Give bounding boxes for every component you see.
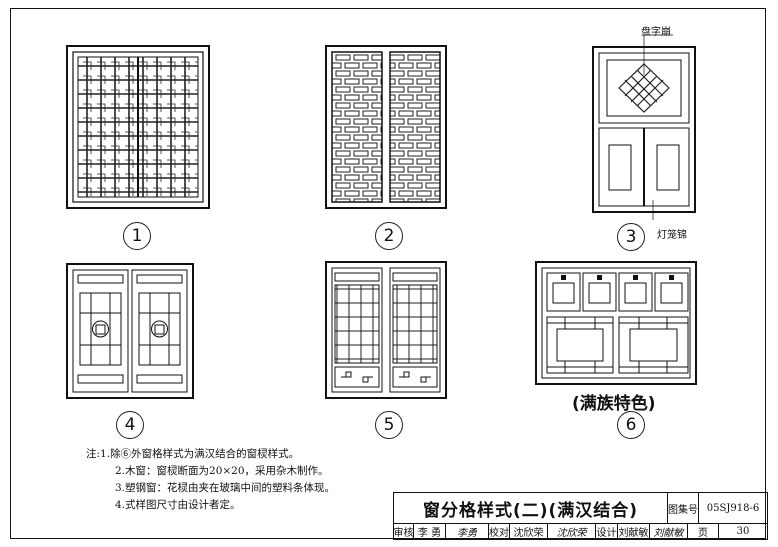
review-label: 审核 bbox=[394, 523, 414, 539]
page-number: 30 bbox=[736, 525, 750, 537]
check-label: 校对 bbox=[489, 523, 510, 539]
window-style-4-drawing bbox=[66, 263, 194, 399]
atlas-number: 05SJ918-6 bbox=[706, 502, 760, 514]
window-number-2: 2 bbox=[375, 222, 403, 250]
window-number-1: 1 bbox=[123, 222, 151, 250]
label-denglongjin: 灯笼锦 bbox=[657, 230, 687, 241]
design-label: 设计 bbox=[596, 523, 618, 539]
designer-signature: 刘献敏 bbox=[650, 523, 688, 539]
window-6-caption: (满族特色) bbox=[572, 394, 656, 414]
note-3: 3.塑钢窗：花棂由夹在玻璃中间的塑料条体现。 bbox=[115, 482, 336, 494]
note-2: 2.木窗：窗棂断面为20×20，采用杂木制作。 bbox=[115, 465, 329, 477]
title-block: 窗分格样式(二)(满汉结合) 图集号 05SJ918-6 审核 李 勇 李勇 校… bbox=[393, 492, 768, 540]
atlas-label: 图集号 bbox=[668, 493, 699, 523]
window-number-3: 3 bbox=[617, 223, 645, 251]
window-style-5-drawing bbox=[325, 261, 447, 399]
drawing-frame bbox=[10, 8, 766, 539]
window-style-3-drawing bbox=[592, 34, 696, 220]
window-style-1-drawing bbox=[66, 45, 210, 209]
note-1: 1.除⑥外窗格样式为满汉结合的窗棂样式。 bbox=[100, 448, 300, 460]
designer-name: 刘献敏 bbox=[618, 523, 650, 539]
window-style-2-drawing bbox=[325, 45, 447, 209]
checker-name: 沈欣荣 bbox=[510, 523, 548, 539]
checker-signature: 沈欣荣 bbox=[548, 523, 596, 539]
window-number-5: 5 bbox=[375, 411, 403, 439]
reviewer-signature: 李勇 bbox=[446, 523, 489, 539]
note-4: 4.式样图尺寸由设计者定。 bbox=[115, 499, 241, 511]
label-panzi: 盘字崩 bbox=[641, 27, 671, 38]
window-style-6-drawing bbox=[535, 261, 697, 385]
window-number-6: 6 bbox=[617, 411, 645, 439]
reviewer-name: 李 勇 bbox=[414, 523, 446, 539]
notes: 注:1.除⑥外窗格样式为满汉结合的窗棂样式。 2.木窗：窗棂断面为20×20，采… bbox=[86, 446, 335, 514]
notes-prefix: 注: bbox=[86, 448, 101, 460]
drawing-title: 窗分格样式(二)(满汉结合) bbox=[394, 493, 668, 523]
window-number-4: 4 bbox=[116, 411, 144, 439]
page-label: 页 bbox=[688, 523, 719, 539]
